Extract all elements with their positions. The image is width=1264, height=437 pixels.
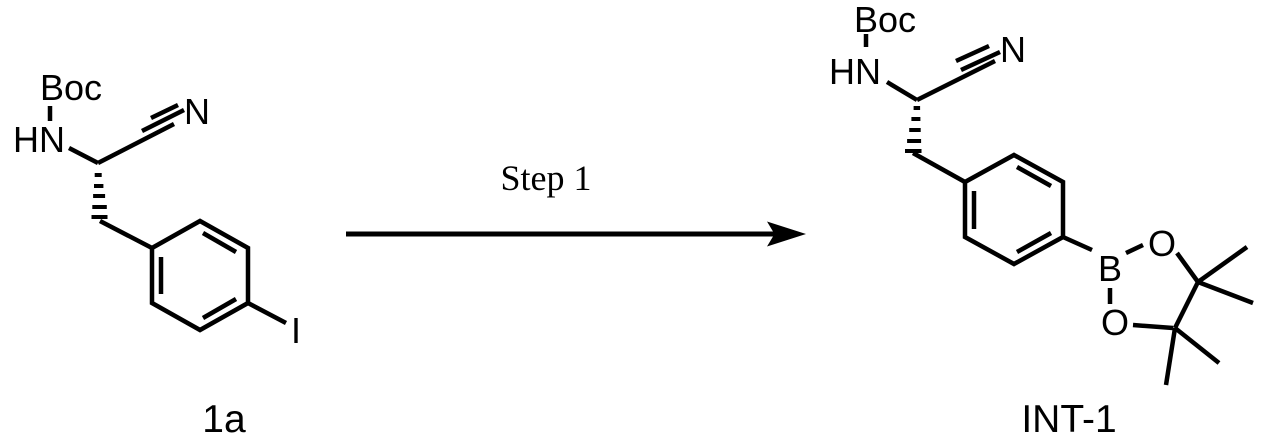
reactant-id-label: 1a — [202, 398, 246, 437]
reactant-n-c-bond — [67, 146, 100, 165]
product-oxygen-bottom-label: O — [1101, 302, 1129, 343]
product-n-c-bond — [885, 80, 919, 102]
product-boc-label: Boc — [854, 0, 916, 40]
reaction-arrow: Step 1 — [346, 158, 806, 247]
reactant-ch2-ring-bond — [98, 219, 154, 250]
product-nitrile-n-label: N — [1000, 29, 1026, 70]
product-c-b-bond — [1062, 234, 1093, 253]
reactant-boc-label: Boc — [40, 67, 102, 108]
reactant-hash-wedge-bond — [91, 173, 108, 219]
product-nitrile-bond — [915, 43, 1001, 103]
reactant-iodine-label: I — [291, 310, 301, 351]
product-b-otop-bond — [1125, 242, 1144, 256]
reactant-amine-label: HN — [13, 119, 65, 160]
step-label: Step 1 — [500, 158, 591, 198]
product-structure: Boc HN N B — [829, 0, 1254, 437]
reactant-nitrile-n-label: N — [184, 91, 210, 132]
product-pinacol-boronate-group: B O O — [1062, 223, 1254, 386]
arrow-head-icon — [767, 221, 806, 247]
reactant-c-i-bond — [246, 301, 288, 325]
product-boron-label: B — [1098, 248, 1122, 289]
product-hash-wedge-bond — [905, 106, 922, 153]
product-amine-label: HN — [829, 51, 881, 92]
product-ch2-ring-bond — [911, 151, 967, 184]
reactant-nitrile-bond — [96, 102, 186, 166]
product-oxygen-top-label: O — [1148, 223, 1176, 264]
reactant-structure: Boc HN N I — [13, 67, 301, 437]
product-id-label: INT-1 — [1021, 398, 1116, 437]
